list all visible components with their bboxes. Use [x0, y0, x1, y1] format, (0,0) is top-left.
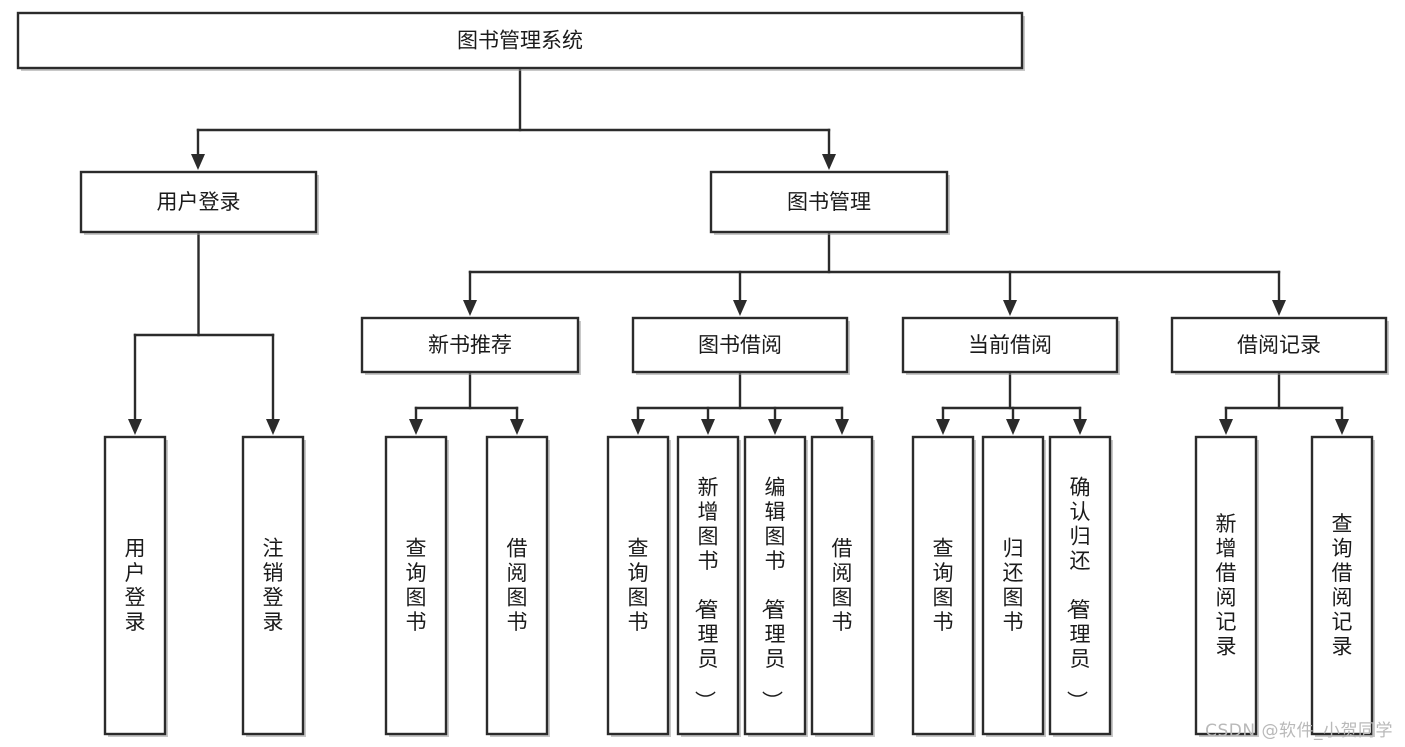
- node-box[interactable]: [79, 170, 318, 234]
- node-leaf-query-book-a[interactable]: 查询图书: [384, 435, 449, 737]
- node-label: 确认归还（管理员）: [1065, 475, 1091, 711]
- connector-group: [936, 370, 1087, 435]
- node-label: 归还图书: [1003, 537, 1024, 635]
- node-label: 查询图书: [628, 537, 649, 635]
- node-leaf-query-record[interactable]: 查询借阅记录: [1310, 435, 1375, 737]
- node-leaf-confirm-return[interactable]: 确认归还（管理员）: [1048, 435, 1113, 737]
- arrow-head-icon: [822, 154, 836, 170]
- node-label: 用户登录: [157, 190, 241, 214]
- node-box[interactable]: [911, 435, 975, 736]
- arrow-head-icon: [733, 300, 747, 316]
- node-box[interactable]: [709, 170, 949, 234]
- arrow-head-icon: [631, 419, 645, 435]
- node-new-book-rec[interactable]: 新书推荐: [360, 316, 581, 375]
- node-box[interactable]: [384, 435, 448, 736]
- node-label: 查询借阅记录: [1332, 512, 1353, 659]
- node-box[interactable]: [360, 316, 580, 374]
- connector-layer: [128, 66, 1349, 435]
- node-label: 编辑图书（管理员）: [760, 475, 786, 711]
- node-box[interactable]: [743, 435, 807, 736]
- node-leaf-edit-book[interactable]: 编辑图书（管理员）: [743, 435, 808, 737]
- node-label: 查询图书: [933, 537, 954, 635]
- node-box[interactable]: [1194, 435, 1258, 736]
- connector-group: [409, 370, 524, 435]
- connector-group: [463, 230, 1286, 316]
- node-label: 新增图书（管理员）: [693, 475, 719, 711]
- node-box[interactable]: [901, 316, 1119, 374]
- arrow-head-icon: [409, 419, 423, 435]
- node-borrow-record[interactable]: 借阅记录: [1170, 316, 1389, 375]
- node-label: 图书借阅: [698, 333, 782, 357]
- node-label: 图书管理: [787, 190, 871, 214]
- connector-group: [191, 66, 836, 170]
- node-book-manage[interactable]: 图书管理: [709, 170, 950, 235]
- node-current-borrow[interactable]: 当前借阅: [901, 316, 1120, 375]
- node-leaf-borrow-book-a[interactable]: 借阅图书: [485, 435, 550, 737]
- connector-group: [631, 370, 849, 435]
- node-layer: 图书管理系统用户登录图书管理新书推荐图书借阅当前借阅借阅记录用户登录注销登录查询…: [16, 11, 1389, 737]
- node-label: 新增借阅记录: [1216, 512, 1237, 659]
- node-leaf-query-book-b[interactable]: 查询图书: [606, 435, 671, 737]
- node-box[interactable]: [631, 316, 849, 374]
- arrow-head-icon: [768, 419, 782, 435]
- arrow-head-icon: [463, 300, 477, 316]
- node-leaf-return-book[interactable]: 归还图书: [981, 435, 1046, 737]
- node-box[interactable]: [810, 435, 874, 736]
- node-box[interactable]: [485, 435, 549, 736]
- node-leaf-query-book-c[interactable]: 查询图书: [911, 435, 976, 737]
- node-leaf-add-record[interactable]: 新增借阅记录: [1194, 435, 1259, 737]
- node-box[interactable]: [103, 435, 167, 736]
- node-label: 借阅图书: [832, 537, 853, 635]
- connector-group: [1219, 370, 1349, 435]
- node-label: 借阅图书: [507, 537, 528, 635]
- node-label: 注销登录: [263, 537, 284, 635]
- arrow-head-icon: [1003, 300, 1017, 316]
- arrow-head-icon: [128, 419, 142, 435]
- node-label: 图书管理系统: [457, 29, 583, 53]
- arrow-head-icon: [835, 419, 849, 435]
- node-box[interactable]: [606, 435, 670, 736]
- connector-group: [128, 230, 280, 435]
- node-box[interactable]: [1170, 316, 1388, 374]
- node-leaf-borrow-book-b[interactable]: 借阅图书: [810, 435, 875, 737]
- arrow-head-icon: [1219, 419, 1233, 435]
- node-book-borrow[interactable]: 图书借阅: [631, 316, 850, 375]
- node-root-system[interactable]: 图书管理系统: [16, 11, 1025, 71]
- arrow-head-icon: [1272, 300, 1286, 316]
- arrow-head-icon: [936, 419, 950, 435]
- node-box[interactable]: [1310, 435, 1374, 736]
- node-label: 当前借阅: [968, 333, 1052, 357]
- node-box[interactable]: [241, 435, 305, 736]
- node-user-login[interactable]: 用户登录: [79, 170, 319, 235]
- node-label: 用户登录: [125, 537, 146, 635]
- node-leaf-user-logout[interactable]: 注销登录: [241, 435, 306, 737]
- node-label: 借阅记录: [1237, 333, 1321, 357]
- node-leaf-user-login[interactable]: 用户登录: [103, 435, 168, 737]
- node-label: 新书推荐: [428, 333, 512, 357]
- node-leaf-add-book[interactable]: 新增图书（管理员）: [676, 435, 741, 737]
- arrow-head-icon: [1006, 419, 1020, 435]
- node-box[interactable]: [981, 435, 1045, 736]
- arrow-head-icon: [266, 419, 280, 435]
- arrow-head-icon: [1335, 419, 1349, 435]
- arrow-head-icon: [191, 154, 205, 170]
- arrow-head-icon: [510, 419, 524, 435]
- arrow-head-icon: [1073, 419, 1087, 435]
- arrow-head-icon: [701, 419, 715, 435]
- node-box[interactable]: [676, 435, 740, 736]
- node-box[interactable]: [16, 11, 1024, 70]
- node-box[interactable]: [1048, 435, 1112, 736]
- watermark-text: CSDN @软件_小贺同学: [1205, 721, 1393, 741]
- node-label: 查询图书: [406, 537, 427, 635]
